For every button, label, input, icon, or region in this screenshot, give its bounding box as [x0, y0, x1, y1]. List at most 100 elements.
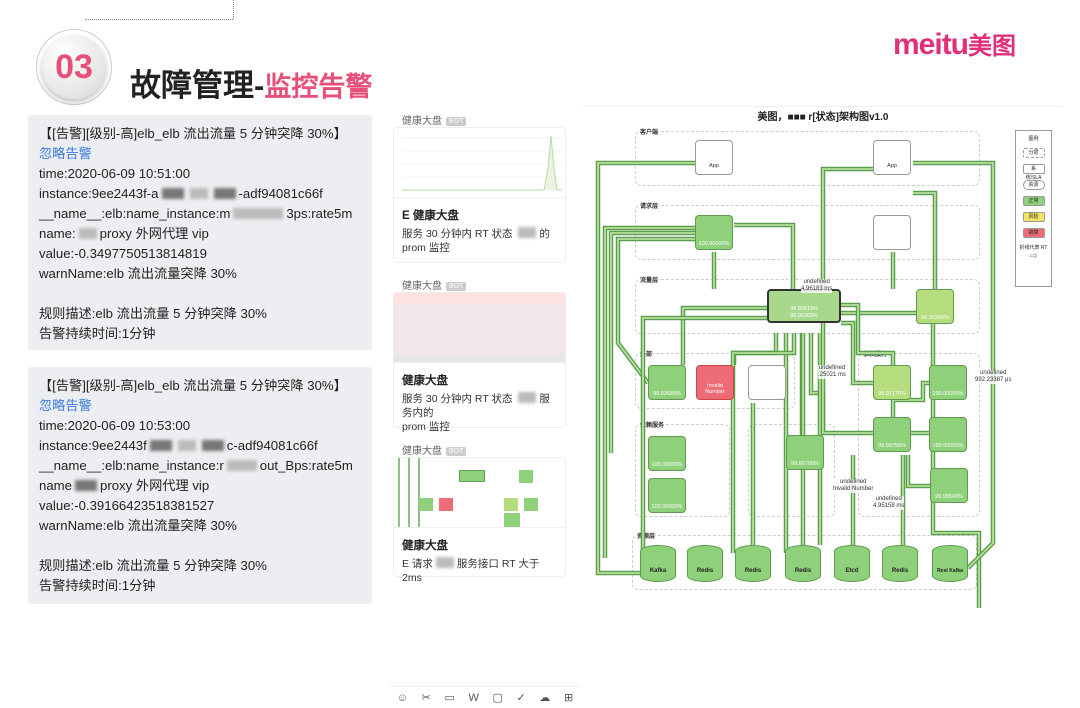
node-label: App: [709, 163, 719, 169]
architecture-thumbnail: [394, 458, 565, 528]
pipe-connector: [913, 192, 936, 289]
group-external: 外部: [635, 349, 795, 409]
desc-part: 服务 30 分钟内 RT 状态: [402, 228, 513, 240]
vip-part: name:: [39, 226, 76, 241]
redaction: [75, 480, 97, 491]
pipe-connector: [610, 232, 695, 453]
legend-item: 风险: [1022, 212, 1045, 222]
resource-label: Kafka: [649, 568, 667, 574]
pipe-connector: [732, 333, 795, 553]
node-app-2: App: [873, 140, 911, 175]
legend-title: 图例: [1028, 136, 1039, 142]
node-pct: 99.93685%: [653, 391, 681, 397]
node-pct: 99.90519%: [790, 306, 818, 312]
logo-latin: meitu: [893, 28, 969, 61]
instance-part: instance:9ee2443f: [39, 438, 147, 453]
name-part: 3ps:rate5m: [286, 206, 353, 221]
pipe-connector: [597, 162, 695, 574]
legend-item: 分层: [1022, 148, 1045, 158]
alert-instance: instance:9ee2443f c-adf94081c66f: [39, 436, 372, 456]
name-part: __name__:elb:name_instance:m: [39, 206, 231, 221]
resource-etcd: Etcd: [834, 545, 870, 582]
group-label: 外部: [640, 349, 653, 358]
pipe-connector: [734, 222, 796, 289]
pipe-connector: [820, 166, 873, 289]
rt-annotation: undefined 992.23387 μs: [975, 370, 1012, 384]
desc-part: prom 监控: [402, 242, 450, 254]
pipe-connector: [642, 317, 767, 573]
ignore-alert-link[interactable]: 忽略告警: [39, 398, 92, 413]
emoji-icon[interactable]: ☺: [396, 691, 409, 704]
ignore-alert-link[interactable]: 忽略告警: [39, 146, 92, 161]
alert-warn-name: warnName:elb 流出流量突降 30%: [39, 266, 237, 281]
alert-instance: instance:9ee2443f-a-adf94081c66f: [39, 184, 372, 204]
redaction: [435, 557, 454, 568]
node-request: 100.00000%: [695, 215, 733, 250]
desc-part: 服务 30 分钟内 RT 状态: [402, 393, 513, 405]
chart-svg: [402, 135, 562, 191]
document-icon[interactable]: W: [468, 691, 479, 704]
pipe-connector: [822, 303, 873, 434]
resource-label: Redis: [891, 568, 909, 574]
thumb-node: [439, 498, 453, 511]
diagram-legend: 图例 分层 系统/SLA 资源 正常 风险 故障 折线代表 RT ⇨: [1015, 130, 1052, 287]
pipe-connector: [734, 224, 794, 289]
pipe-connector: [907, 455, 930, 487]
alert-vip: name proxy 外网代理 vip: [39, 476, 372, 496]
resource-label: Redis: [744, 568, 762, 574]
section-number: 03: [42, 35, 106, 99]
feed-card[interactable]: 健康大盘 E 请求服务接口 RT 大于 2ms: [393, 457, 566, 584]
node-pct: 100.00000%: [932, 391, 964, 397]
node-request-2: [873, 215, 911, 250]
screenshot-icon[interactable]: ✂: [421, 692, 431, 704]
section-number-badge: 03: [36, 29, 112, 105]
node-pct: 100.00000%: [698, 241, 730, 247]
instance-part: c-adf94081c66f: [226, 438, 318, 453]
vip-part: name: [39, 478, 72, 493]
resource-label: Redis: [794, 568, 812, 574]
apps-icon[interactable]: ⊞: [563, 692, 574, 704]
image-icon[interactable]: ▭: [444, 692, 455, 704]
alert-duration: 告警持续时间:1分钟: [39, 326, 156, 341]
rt-annotation: undefined Invalid Number: [833, 479, 874, 493]
pipe-connector: [841, 304, 894, 365]
group-label: 依赖服务: [640, 420, 665, 429]
alert-message-1: 【[告警][级别-高]elb_elb 流出流量 5 分钟突降 30%】 忽略告警…: [28, 115, 372, 350]
rt-annotation: undefined 4.96183 ms: [801, 279, 833, 293]
alert-rule: 规则描述:elb 流出流量 5 分钟突降 30%: [39, 558, 267, 573]
pipes-layer: [595, 160, 996, 608]
alert-time: time:2020-06-09 10:51:00: [39, 166, 191, 181]
node-dep-r5: 99.99549%: [930, 468, 968, 503]
resource-redis: Redis: [882, 545, 918, 582]
redaction: [213, 188, 236, 199]
redaction: [518, 227, 537, 238]
vip-part: proxy 外网代理 vip: [100, 478, 210, 493]
thumb-node: [504, 513, 520, 527]
pipe-connector: [604, 227, 695, 558]
check-icon[interactable]: ✓: [516, 692, 526, 704]
alert-name: __name__:elb:name_instance:m 3ps:rate5m: [39, 204, 372, 224]
redaction: [201, 440, 224, 451]
vip-part: proxy 外网代理 vip: [99, 226, 209, 241]
pipe-connector: [892, 382, 929, 417]
alert-value: value:-0.3497750513814819: [39, 246, 207, 261]
alert-message-2: 【[告警][级别-高]elb_elb 流出流量 5 分钟突降 30%】 忽略告警…: [28, 367, 372, 604]
diagram-title: 美图，■■■ r[状态]架构图v1.0: [757, 112, 889, 123]
resource-redis: Redis: [687, 545, 723, 582]
redaction: [78, 228, 97, 239]
desc-part: prom 监控: [402, 421, 450, 433]
cloud-icon[interactable]: ☁: [539, 692, 551, 704]
redaction: [518, 392, 537, 403]
redaction: [226, 460, 257, 471]
node-pct: 99.96302%: [790, 313, 818, 319]
node-dep-r4: 100.00000%: [929, 417, 967, 452]
pipe-connector: [733, 333, 777, 365]
folder-icon[interactable]: ▢: [492, 692, 503, 704]
